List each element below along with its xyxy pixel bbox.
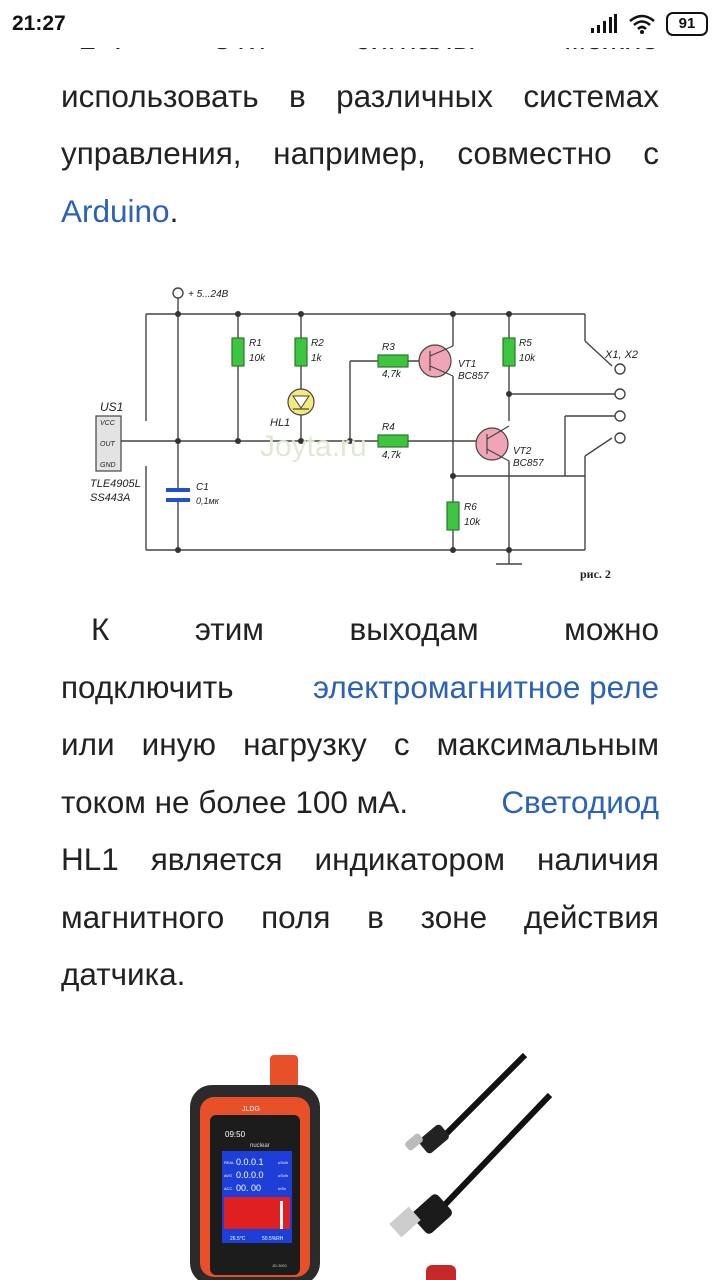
- svg-text:REAL: REAL: [224, 1160, 235, 1165]
- svg-text:00. 00: 00. 00: [236, 1183, 261, 1193]
- svg-text:AVG: AVG: [224, 1173, 232, 1178]
- battery-icon: 91: [666, 12, 708, 36]
- svg-text:R6: R6: [464, 502, 477, 513]
- watermark: Joyta.ru: [260, 430, 367, 463]
- svg-text:VT2: VT2: [513, 446, 532, 457]
- svg-text:0,1мк: 0,1мк: [196, 496, 220, 506]
- svg-text:26.5°C: 26.5°C: [230, 1236, 246, 1242]
- wifi-icon: [629, 14, 655, 34]
- svg-text:10k: 10k: [519, 353, 536, 364]
- svg-text:1k: 1k: [311, 353, 323, 364]
- svg-text:BC857: BC857: [513, 458, 544, 469]
- intro-line-4: Arduino.: [61, 183, 659, 241]
- svg-text:ACC: ACC: [224, 1186, 233, 1191]
- main-line-3: или иную нагрузку с максимальным: [61, 726, 659, 762]
- intro-line-3: управления, например, совместно с: [61, 135, 659, 171]
- dosimeter-product-image[interactable]: JLDG 09:50 nuclear REAL 0.0.0.1 uSv/h AV…: [180, 1045, 560, 1280]
- svg-text:TLE4905L: TLE4905L: [90, 478, 141, 490]
- svg-text:HL1: HL1: [270, 417, 290, 429]
- svg-text:4,7k: 4,7k: [382, 450, 402, 461]
- svg-text:OUT: OUT: [100, 441, 116, 448]
- svg-text:C1: C1: [196, 482, 209, 493]
- svg-text:BC857: BC857: [458, 371, 489, 382]
- svg-text:10k: 10k: [464, 517, 481, 528]
- svg-text:mSv: mSv: [278, 1186, 286, 1191]
- svg-text:R5: R5: [519, 338, 532, 349]
- svg-text:JLDG: JLDG: [242, 1106, 260, 1113]
- hall-sensor-chip: [95, 415, 122, 472]
- main-line-5: HL1 является индикатором наличия: [61, 841, 659, 877]
- svg-text:R1: R1: [249, 338, 262, 349]
- arduino-link[interactable]: Arduino: [61, 192, 170, 229]
- svg-text:R2: R2: [311, 338, 324, 349]
- svg-text:0.0.0.1: 0.0.0.1: [236, 1157, 264, 1167]
- main-line-7: датчика.: [61, 956, 186, 992]
- svg-text:50.5%RH: 50.5%RH: [262, 1236, 284, 1242]
- status-bar: 21:27 91: [0, 0, 720, 48]
- figure-caption: рис. 2: [580, 567, 611, 581]
- capacitor-c1: [166, 488, 190, 492]
- status-icons: 91: [590, 10, 708, 38]
- led-link[interactable]: Светодиод: [501, 783, 659, 820]
- svg-text:US1: US1: [100, 400, 123, 414]
- svg-text:nuclear: nuclear: [250, 1143, 270, 1149]
- svg-text:VT1: VT1: [458, 359, 476, 370]
- intro-tail: .: [169, 192, 179, 229]
- transistor-vt1: [418, 344, 452, 378]
- transistor-vt2: [475, 427, 509, 461]
- resistor-r3: [377, 354, 409, 368]
- relay-link[interactable]: электромагнитное реле: [312, 668, 659, 705]
- intro-line-2: использовать в различных системах: [61, 77, 659, 114]
- resistor-r5: [502, 337, 516, 367]
- svg-text:R3: R3: [382, 342, 395, 353]
- svg-text:+ 5...24В: + 5...24В: [188, 289, 229, 300]
- main-line-6: магнитного поля в зоне действия: [61, 898, 659, 935]
- resistor-r1: [231, 337, 245, 367]
- resistor-r4: [377, 434, 409, 448]
- resistor-r2: [294, 337, 308, 367]
- main-line-4: током не более 100 мА.Светодиод: [61, 774, 659, 832]
- svg-text:10k: 10k: [249, 353, 266, 364]
- resistor-r6: [446, 501, 460, 531]
- svg-text:SS443A: SS443A: [90, 492, 130, 504]
- svg-text:GND: GND: [100, 462, 116, 469]
- svg-text:R4: R4: [382, 422, 395, 433]
- svg-text:4,7k: 4,7k: [382, 369, 402, 380]
- svg-text:0.0.0.0: 0.0.0.0: [236, 1170, 264, 1180]
- svg-text:uSv/h: uSv/h: [278, 1173, 288, 1178]
- svg-text:VCC: VCC: [100, 420, 116, 427]
- svg-text:X1, X2: X1, X2: [604, 349, 638, 361]
- circuit-schematic: Joyta.ru + 5...24В US1 VCC OUT GND TLE49…: [90, 287, 638, 581]
- status-time: 21:27: [12, 12, 66, 35]
- svg-text:09:50: 09:50: [225, 1130, 246, 1139]
- svg-text:uSv/h: uSv/h: [278, 1160, 288, 1165]
- svg-text:JD-3001: JD-3001: [272, 1263, 288, 1268]
- supply-terminal: [172, 287, 184, 299]
- signal-icon: [591, 14, 617, 33]
